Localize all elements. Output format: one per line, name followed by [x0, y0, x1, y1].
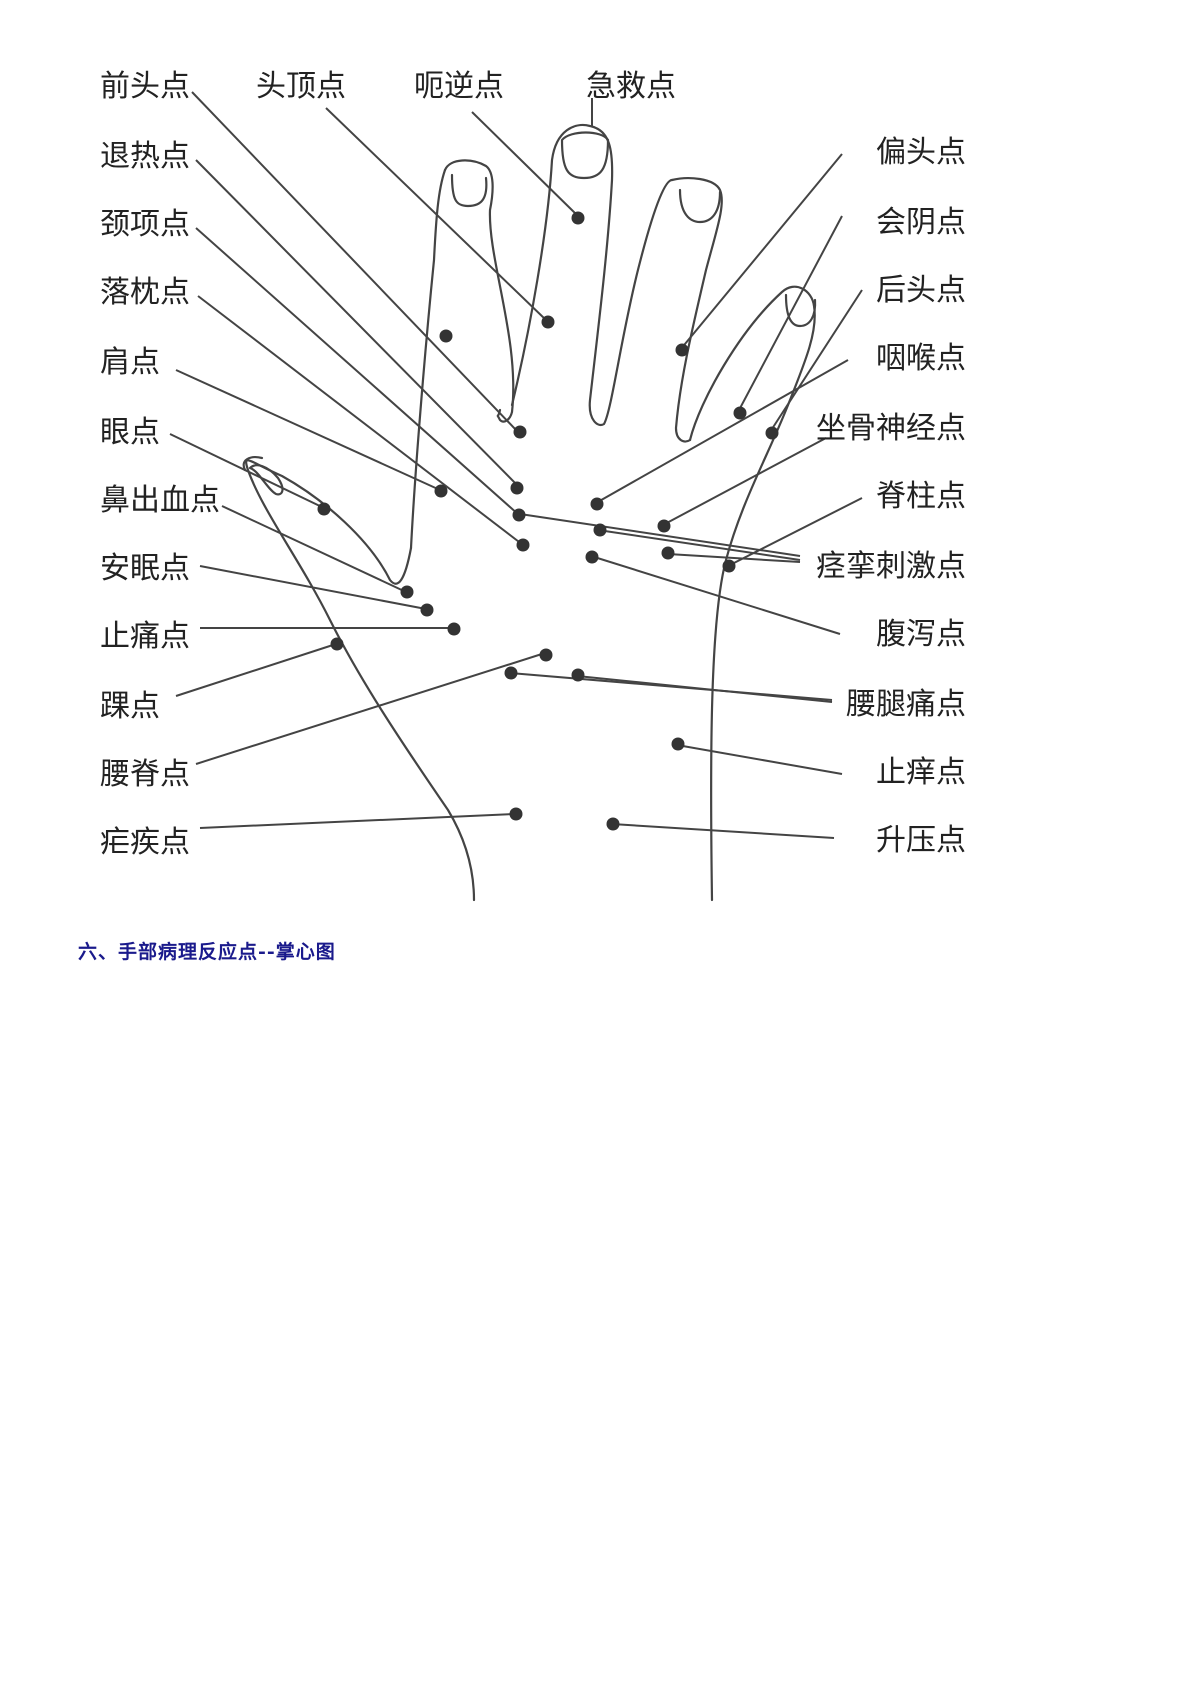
label-eni: 呃逆点: [414, 69, 504, 104]
point-shengya: [606, 817, 620, 831]
point-houtou: [765, 426, 779, 440]
point-yan: [317, 502, 331, 516]
label-shengya: 升压点: [876, 823, 966, 858]
line-shengya: [611, 823, 835, 839]
line-eni: [471, 111, 579, 217]
label-anmian: 安眠点: [100, 551, 190, 586]
point-yaotui-2: [571, 668, 585, 682]
label-jian: 肩点: [100, 345, 160, 380]
line-zhiyang: [676, 744, 843, 775]
line-jingluan-b: [597, 529, 801, 561]
line-yaoji: [195, 652, 546, 765]
nail-thumb: [248, 464, 284, 496]
line-anmian: [199, 565, 427, 610]
point-anmian: [420, 603, 434, 617]
ring-finger: [670, 177, 723, 443]
point-labels: 前头点 头顶点 呃逆点 急救点 退热点 颈项点 落枕点 肩点 眼点 鼻出血点 安…: [100, 69, 966, 860]
line-yaotui-b: [576, 675, 833, 703]
label-yaotui: 腰腿痛点: [846, 687, 966, 722]
point-zhiyang: [671, 737, 685, 751]
line-yanhou: [595, 359, 849, 504]
line-jingluan-a: [519, 513, 801, 557]
point-laozhen: [516, 538, 530, 552]
line-jizhu: [727, 497, 863, 567]
line-huiyin: [737, 215, 843, 413]
point-jijiu: [571, 211, 585, 225]
label-jijiu: 急救点: [586, 69, 676, 104]
point-huai: [330, 637, 344, 651]
point-yaotui-1: [504, 666, 518, 680]
label-jingluan: 痉挛刺激点: [816, 549, 966, 584]
point-tuire: [510, 481, 524, 495]
figure-caption: 六、手部病理反应点--掌心图: [78, 941, 336, 963]
nail-little: [784, 293, 817, 328]
line-touding: [325, 107, 547, 321]
leader-lines: [169, 91, 863, 839]
hand-left-edge: [409, 168, 447, 550]
nail-ring: [678, 188, 722, 224]
line-nueji: [199, 813, 516, 829]
line-piantou: [679, 153, 843, 351]
point-jingxiang: [512, 508, 526, 522]
label-yaoji: 腰脊点: [100, 757, 190, 792]
point-touding: [541, 315, 555, 329]
point-jizhu: [722, 559, 736, 573]
point-bichuxue: [400, 585, 414, 599]
point-yanhou: [590, 497, 604, 511]
label-fuxie: 腹泻点: [876, 617, 966, 652]
point-zhong-index: [439, 329, 453, 343]
label-houtou: 后头点: [876, 273, 966, 308]
label-piantou: 偏头点: [876, 135, 966, 170]
label-zhiyang: 止痒点: [876, 755, 966, 790]
line-bichuxue: [221, 505, 407, 593]
thumb-tip: [242, 456, 264, 472]
point-zhitong: [447, 622, 461, 636]
point-fuxie: [585, 550, 599, 564]
point-huiyin: [733, 406, 747, 420]
label-zhitong: 止痛点: [100, 619, 190, 654]
line-fuxie: [590, 555, 841, 635]
label-jingxiang: 颈项点: [100, 207, 190, 242]
nail-middle: [560, 131, 610, 180]
label-nueji: 疟疾点: [100, 825, 190, 860]
label-huiyin: 会阴点: [876, 205, 966, 240]
reflex-points: [317, 211, 779, 831]
label-tuire: 退热点: [100, 139, 190, 174]
point-piantou: [675, 343, 689, 357]
line-yan: [169, 433, 325, 509]
point-yaoji: [539, 648, 553, 662]
point-qiantou: [513, 425, 527, 439]
label-laozhen: 落枕点: [100, 275, 190, 310]
line-jingluan-c: [667, 553, 801, 563]
thumb: [245, 459, 476, 902]
label-yan: 眼点: [100, 415, 160, 450]
point-jingluan-2: [661, 546, 675, 560]
line-jian: [175, 369, 441, 491]
index-finger: [443, 159, 515, 423]
point-nueji: [509, 807, 523, 821]
line-houtou: [769, 289, 863, 433]
middle-finger: [510, 124, 674, 427]
line-huai: [175, 643, 337, 697]
line-zuogu: [662, 437, 827, 526]
label-touding: 头顶点: [256, 69, 346, 104]
label-qiantou: 前头点: [100, 69, 190, 104]
label-jizhu: 脊柱点: [876, 479, 966, 514]
line-qiantou: [191, 91, 518, 432]
hand-reflex-diagram: 前头点 头顶点 呃逆点 急救点 退热点 颈项点 落枕点 肩点 眼点 鼻出血点 安…: [100, 69, 966, 902]
label-huai: 踝点: [100, 689, 160, 724]
point-zuogu: [657, 519, 671, 533]
line-laozhen: [197, 295, 524, 546]
line-jingxiang: [195, 227, 520, 516]
label-yanhou: 咽喉点: [876, 341, 966, 376]
line-tuire: [195, 159, 522, 490]
label-zuogu: 坐骨神经点: [816, 411, 966, 446]
point-jingluan-1: [593, 523, 607, 537]
nail-index: [450, 173, 488, 208]
point-jian: [434, 484, 448, 498]
label-bichuxue: 鼻出血点: [100, 483, 220, 518]
